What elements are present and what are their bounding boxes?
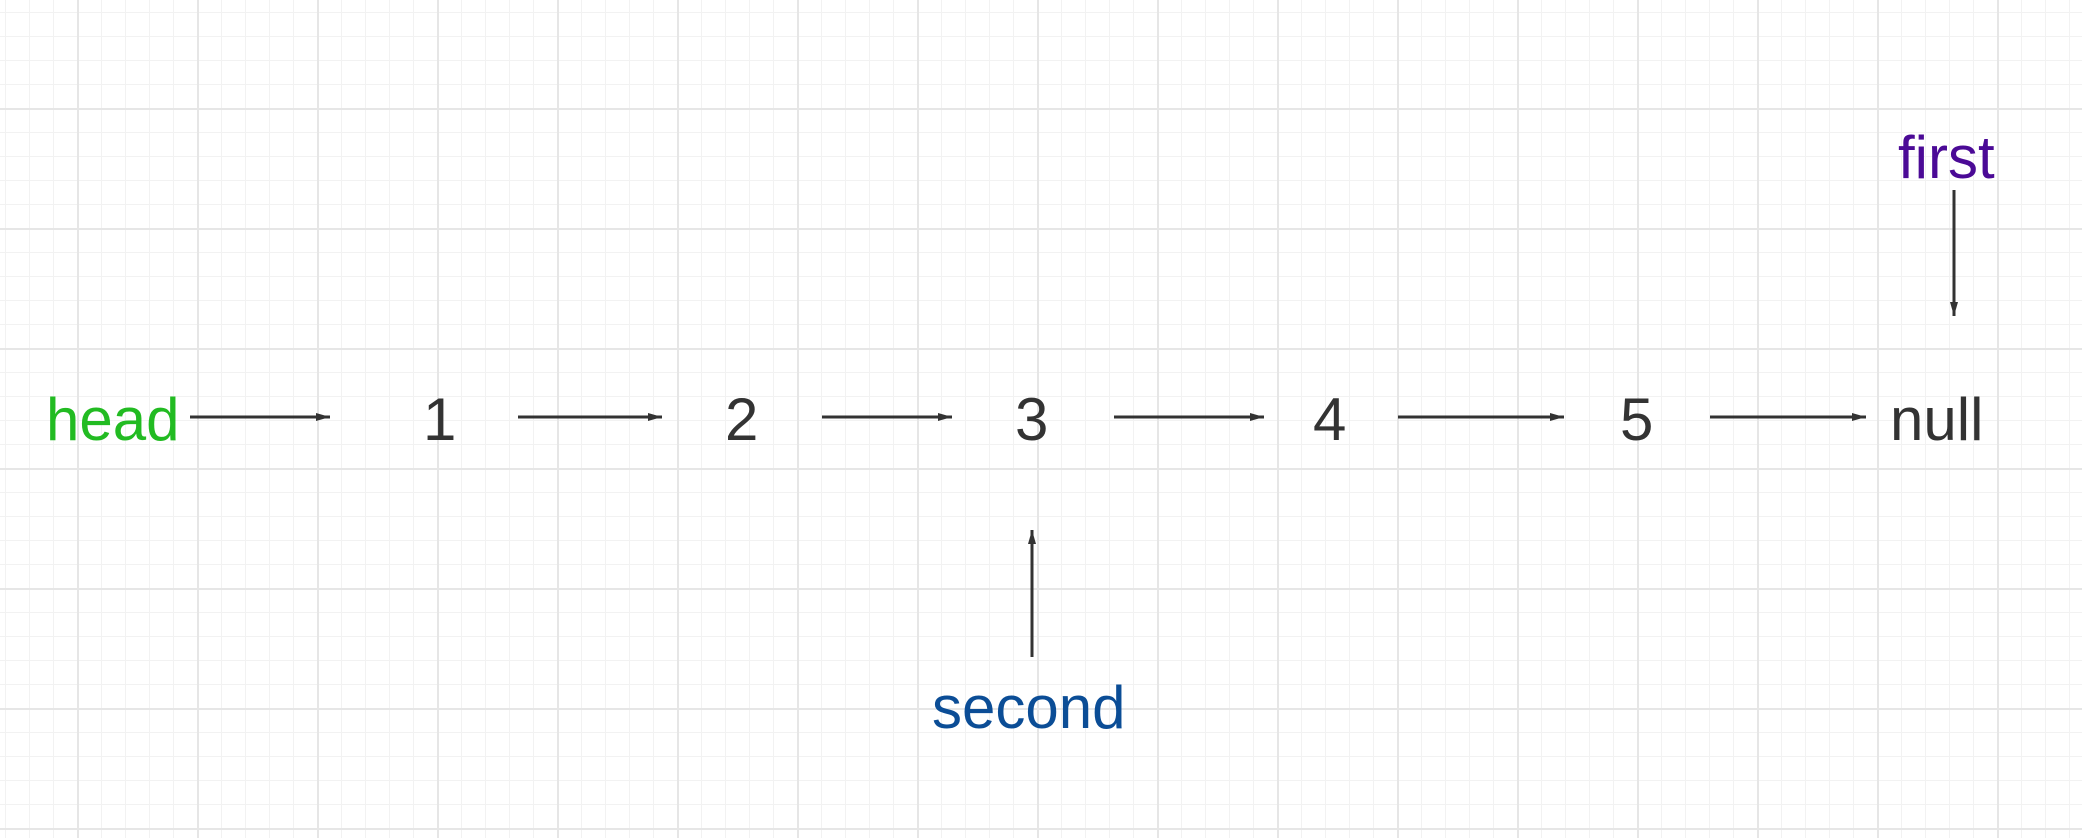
- list-node-3: 3: [1015, 386, 1049, 453]
- list-node-1: 1: [423, 386, 457, 453]
- head-pointer-label: head: [46, 386, 180, 453]
- list-node-4: 4: [1313, 386, 1347, 453]
- list-node-2: 2: [725, 386, 759, 453]
- list-node-5: 5: [1620, 386, 1654, 453]
- list-node-null: null: [1890, 386, 1984, 453]
- first-pointer-label: first: [1898, 124, 1995, 191]
- second-pointer-label: second: [932, 674, 1126, 741]
